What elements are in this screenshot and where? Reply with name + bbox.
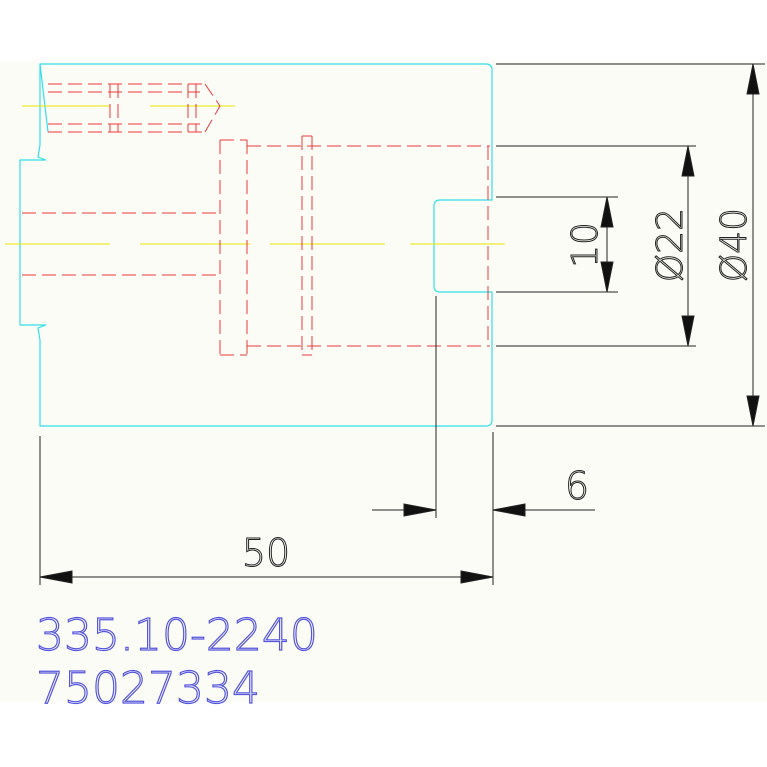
dim-d40-label: Ø40 [714,208,755,282]
hidden-lines [22,83,490,356]
part-number: 335.10-2240 [36,610,318,661]
part-outline [19,63,493,427]
dim-10-label: 10 [565,222,606,268]
dim-d22-label: Ø22 [650,208,691,282]
dimension-lines [39,63,765,585]
dim-50-label: 50 [242,531,290,575]
center-lines [5,105,505,245]
drawing-sheet [0,62,767,702]
dim-6-label: 6 [565,464,589,508]
serial-number: 75027334 [36,663,260,714]
